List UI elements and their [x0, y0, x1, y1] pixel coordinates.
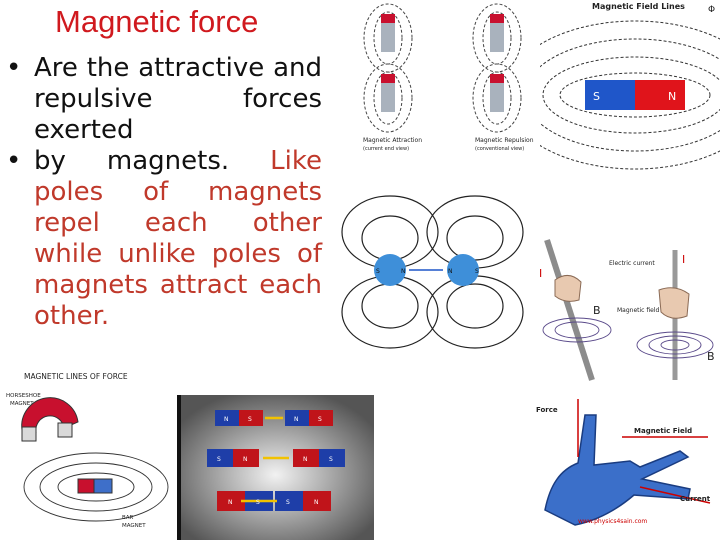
website-label: www.physics4sain.com: [578, 518, 647, 525]
current-i-top: I: [682, 253, 685, 266]
bullet-dot: •: [6, 53, 22, 83]
b-right-label: B: [707, 350, 715, 363]
magnetic-field-small-label: Magnetic field: [617, 307, 660, 314]
bullet-dot: •: [6, 146, 22, 176]
wire-field-image: Electric current I I Magnetic field B B: [537, 235, 720, 385]
horseshoe-label-1: HORSESHOE: [6, 393, 41, 399]
lines-of-force-title: MAGNETIC LINES OF FORCE: [24, 372, 128, 381]
magnetic-field-label: Magnetic Field: [634, 427, 692, 435]
bullet-text-1: Are the attractive and repulsive forces …: [34, 53, 322, 145]
attraction-caption-1: Magnetic Attraction: [363, 137, 422, 144]
attraction-repulsion-image: Magnetic Attraction (current end view) M…: [363, 3, 534, 152]
block-label: S: [286, 499, 290, 506]
slide-title: Magnetic force: [55, 4, 259, 39]
bar-s-label: S: [593, 90, 600, 103]
bar-n-label: N: [668, 90, 676, 103]
force-label: Force: [536, 406, 558, 414]
circular-magnets-image: S N N S: [341, 195, 524, 349]
bullet-list: • Are the attractive and repulsive force…: [6, 53, 322, 332]
block-label: S: [329, 456, 333, 463]
block-label: N: [303, 456, 308, 463]
block-label: N: [224, 416, 229, 423]
left-hand-rule-image: Force Magnetic Field Current www.physics…: [536, 399, 711, 526]
block-label: N: [294, 416, 299, 423]
horseshoe-label-2: MAGNET: [10, 401, 34, 407]
b-left-label: B: [593, 304, 601, 317]
current-i-left: I: [539, 267, 542, 280]
attraction-caption-2: (current end view): [363, 146, 409, 152]
circle-s1: S: [376, 268, 380, 275]
bullet-text-2-highlight: Like poles of magnets repel each other w…: [34, 146, 322, 331]
field-lines-title: Magnetic Field Lines: [592, 2, 685, 11]
block-label: N: [314, 499, 319, 506]
bullet-item-2: • by magnets. Like poles of magnets repe…: [6, 146, 322, 332]
repulsion-caption-1: Magnetic Repulsion: [475, 137, 534, 144]
bullet-item-1: • Are the attractive and repulsive force…: [6, 53, 322, 146]
bar-magnet-label-1: BAR: [122, 515, 134, 521]
bar-magnet-label-2: MAGNET: [122, 523, 146, 529]
block-label: S: [248, 416, 252, 423]
block-label: N: [228, 499, 233, 506]
bullet-text-2: by magnets.: [34, 146, 230, 176]
block-label: S: [318, 416, 322, 423]
phi-symbol: Φ: [708, 5, 715, 15]
magnet-blocks-image: N S N S S N N S N S S N: [177, 395, 374, 540]
circle-s2: S: [475, 268, 479, 275]
bar-magnet-field-image: Magnetic Field Lines Φ S N: [540, 2, 720, 170]
block-label: N: [243, 456, 248, 463]
circle-n1: N: [401, 268, 406, 275]
circle-n2: N: [448, 268, 453, 275]
repulsion-caption-2: (conventional view): [475, 146, 524, 152]
block-label: S: [217, 456, 221, 463]
block-label: S: [256, 499, 260, 506]
lines-of-force-sketch: MAGNETIC LINES OF FORCE HORSESHOE MAGNET…: [6, 372, 169, 529]
current-label: Current: [680, 495, 711, 503]
electric-current-label: Electric current: [609, 260, 655, 267]
